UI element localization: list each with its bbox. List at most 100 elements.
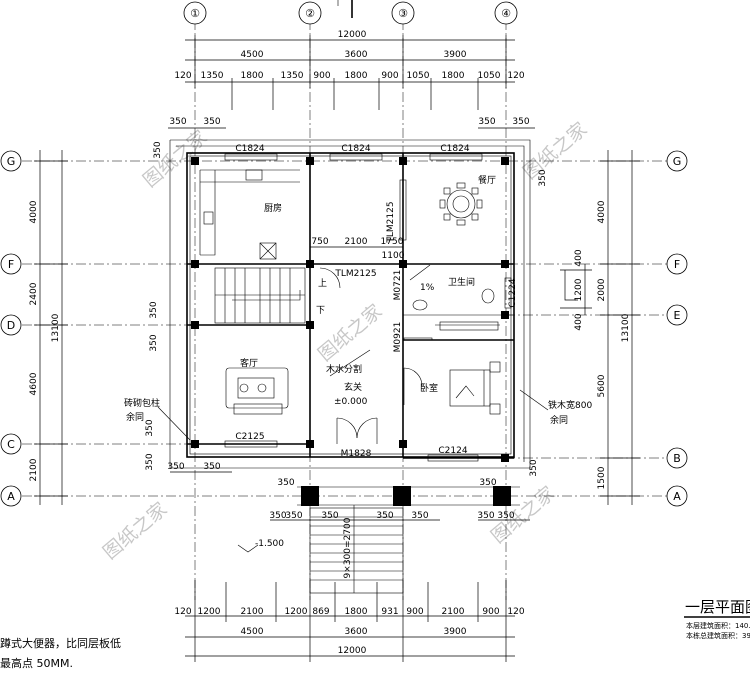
grid-row-left-g: G [7, 155, 16, 168]
corner-dims-bottom: 350 350 350 350 350 350 350 350 350 350 … [167, 459, 539, 521]
dim-350-tr-1: 350 [478, 117, 495, 127]
dim-1750: 1750 [381, 237, 404, 247]
dim-350-b2: 350 [203, 462, 220, 472]
top-sub-dim-10: 1050 [478, 71, 501, 81]
dim-350-b11: 350 [497, 511, 514, 521]
bot-sub-dim-10: 900 [482, 607, 499, 617]
partition-label: 木水分割 [326, 363, 362, 375]
right-sub-dim-2: 1200 [574, 278, 584, 301]
grid-row-left-c: C [7, 438, 15, 451]
room-labels: 厨房 餐厅 客厅 卧室 卫生间 玄关 ±0.000 木水分割 -1.500 砖砌… [124, 174, 592, 553]
grid-row-left-d: D [7, 319, 15, 332]
dim-350-b8: 350 [376, 511, 393, 521]
grid-bubbles-right: G F E B A [666, 150, 688, 507]
rail-note-2: 余同 [550, 414, 568, 426]
top-sub-dim-2: 1350 [201, 71, 224, 81]
bot-sub-dim-11: 120 [507, 607, 524, 617]
columns [191, 157, 511, 506]
dim-350-b5: 350 [269, 511, 286, 521]
right-total-dim: 13100 [621, 313, 631, 342]
room-bedroom: 卧室 [420, 382, 438, 394]
right-sub-dim-1: 400 [574, 249, 584, 266]
walls [169, 139, 531, 506]
bot-sub-dim-1: 120 [174, 607, 191, 617]
door-m0921: M0921 [393, 322, 403, 353]
dim-350-left-3: 350 [145, 419, 155, 436]
dim-350-left-4: 350 [145, 453, 155, 470]
doors [319, 267, 423, 444]
top-sub-dim-3: 1800 [241, 71, 264, 81]
bath-fixtures: 1% [403, 264, 500, 341]
door-tlm2125-h: TLM2125 [334, 269, 376, 279]
left-dim-3: 4600 [29, 372, 39, 395]
stair-up-label: 上 [318, 278, 327, 289]
top-mid-dim-2: 3600 [345, 50, 368, 60]
grid-axes [22, 20, 670, 600]
grid-row-right-g: G [673, 155, 682, 168]
dim-350-tl-v: 350 [153, 141, 163, 158]
grid-bubbles-top: ① ② ③ ④ [183, 0, 518, 25]
top-mid-dim-1: 4500 [241, 50, 264, 60]
bot-sub-dim-8: 900 [406, 607, 423, 617]
note-line-1: 蹲式大便器，比同层板低 [0, 636, 121, 650]
grid-row-right-b: B [673, 452, 681, 465]
grid-col-4: ④ [501, 7, 511, 20]
bot-sub-dim-6: 1800 [345, 607, 368, 617]
room-dining: 餐厅 [478, 174, 496, 186]
dim-350-b9: 350 [411, 511, 428, 521]
stairs-dimension: 9×300=2700 [343, 517, 353, 578]
floor-area: 本层建筑面积：140.0 [686, 621, 750, 630]
door-m0721: M0721 [393, 270, 403, 301]
dim-350-tr-2: 350 [512, 117, 529, 127]
dim-350-left-1: 350 [149, 301, 159, 318]
plan-title: 一层平面图 [685, 598, 750, 616]
dim-350-tl-2: 350 [203, 117, 220, 127]
left-dim-2: 2400 [29, 282, 39, 305]
dim-350-b7: 350 [321, 511, 338, 521]
slope-label: 1% [420, 283, 435, 293]
window-c1224: C1224 [508, 278, 518, 307]
bot-sub-dim-9: 2100 [442, 607, 465, 617]
room-hall: 玄关 [344, 381, 362, 393]
dim-350-b12: 350 [529, 459, 539, 476]
kitchen-fixtures [199, 169, 300, 260]
top-sub-dim-1: 120 [174, 71, 191, 81]
bot-sub-dim-7: 931 [381, 607, 398, 617]
dining-table [439, 182, 483, 226]
grid-col-3: ③ [398, 7, 408, 20]
top-sub-dim-4: 1350 [281, 71, 304, 81]
right-dim-3: 5600 [597, 374, 607, 397]
window-c1824-2: C1824 [341, 144, 370, 154]
window-c2124: C2124 [438, 446, 467, 456]
dim-350-b10: 350 [477, 511, 494, 521]
dim-350-tl-1: 350 [169, 117, 186, 127]
dim-350-tr-v: 350 [538, 169, 548, 186]
left-dim-1: 4000 [29, 200, 39, 223]
left-dimensions: 4000 2400 4600 2100 13100 350 350 350 35… [29, 150, 159, 505]
watermark-4: 图纸之家 [99, 498, 171, 564]
room-living: 客厅 [240, 357, 258, 369]
left-total-dim: 13100 [51, 313, 61, 342]
grid-row-right-a: A [673, 490, 681, 503]
grid-row-right-e: E [674, 309, 681, 322]
dim-350-left-2: 350 [149, 334, 159, 351]
top-sub-dim-6: 1800 [345, 71, 368, 81]
dim-2100: 2100 [345, 237, 368, 247]
bot-sub-dim-5: 869 [312, 607, 329, 617]
dim-350-b1: 350 [167, 462, 184, 472]
outside-elevation: -1.500 [255, 539, 284, 549]
grid-col-1: ① [190, 7, 200, 20]
right-dimensions: 4000 2000 5600 1500 13100 400 1200 400 [560, 150, 640, 505]
room-bath: 卫生间 [448, 276, 475, 288]
bot-sub-dim-4: 1200 [285, 607, 308, 617]
bot-total-dim: 12000 [338, 646, 367, 656]
floor-elevation: ±0.000 [334, 397, 368, 407]
bot-mid-dim-2: 3600 [345, 627, 368, 637]
pillar-note-1: 砖砌包柱 [124, 397, 160, 409]
bot-mid-dim-3: 3900 [444, 627, 467, 637]
total-area: 本栋总建筑面积：399 [686, 631, 750, 640]
pillar-note-2: 余同 [126, 411, 144, 423]
left-dim-4: 2100 [29, 458, 39, 481]
stair-down-label: 下 [316, 306, 325, 316]
